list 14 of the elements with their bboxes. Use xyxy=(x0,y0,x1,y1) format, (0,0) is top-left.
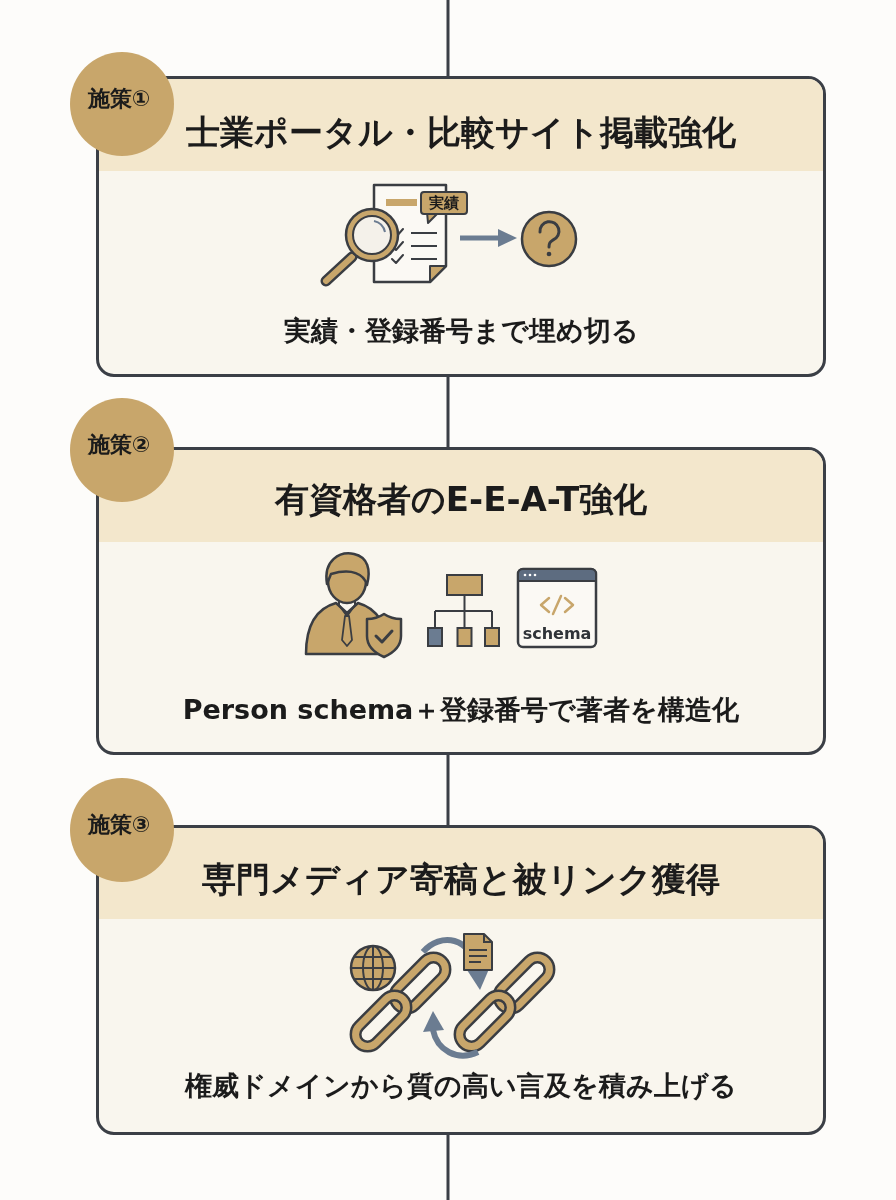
step-description: Person schema＋登録番号で著者を構造化 xyxy=(182,694,740,726)
step-badge: 施策③ xyxy=(70,778,174,882)
step-title: 有資格者のE-E-A-T強化 xyxy=(274,480,648,520)
step-title: 専門メディア寄稿と被リンク獲得 xyxy=(202,860,720,900)
connector-line xyxy=(446,755,450,825)
step-badge: 施策① xyxy=(70,52,174,156)
window-label: schema xyxy=(522,625,592,643)
connector-line xyxy=(446,0,450,76)
step-badge: 施策② xyxy=(70,398,174,502)
connector-line xyxy=(446,377,450,447)
step-description: 実績・登録番号まで埋め切る xyxy=(283,315,639,347)
step-description: 権威ドメインから質の高い言及を積み上げる xyxy=(185,1070,737,1102)
connector-line xyxy=(446,1135,450,1200)
step-title: 士業ポータル・比較サイト掲載強化 xyxy=(186,113,736,153)
